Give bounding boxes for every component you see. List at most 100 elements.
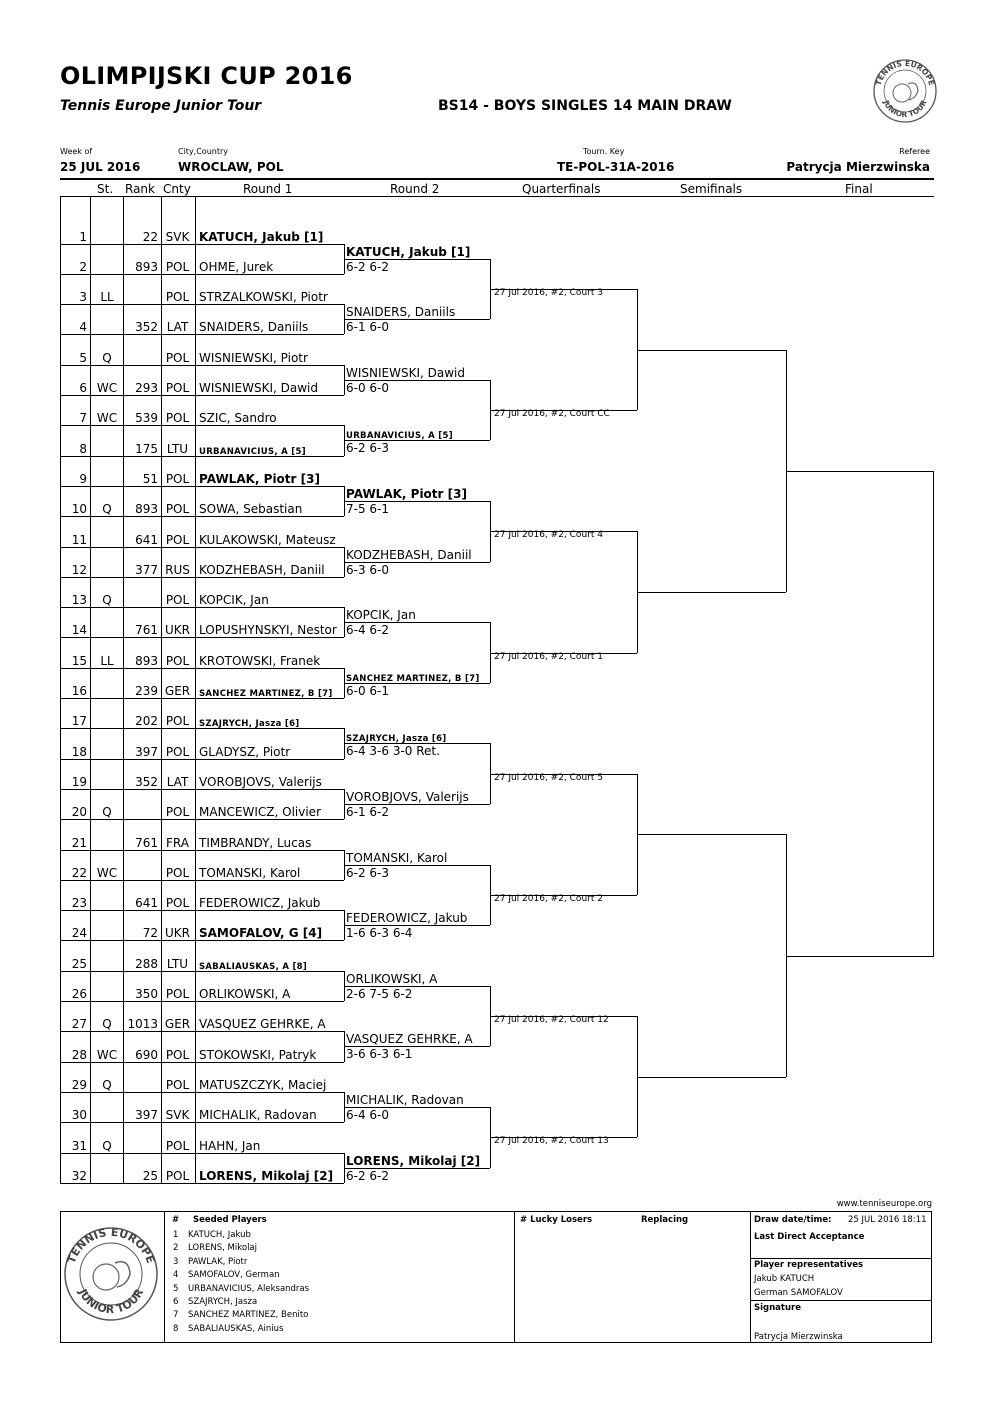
player-name[interactable]: KOPCIK, Jan — [199, 593, 269, 608]
player-name[interactable]: VASQUEZ GEHRKE, A — [199, 1017, 326, 1032]
player-name[interactable]: STRZALKOWSKI, Piotr — [199, 290, 328, 305]
player-name[interactable]: TOMANSKI, Karol — [199, 865, 301, 880]
table-row-line — [60, 940, 344, 942]
round2-winner[interactable]: SANCHEZ MARTINEZ, B [7] — [346, 673, 480, 684]
table-row-line — [60, 1122, 344, 1124]
player-name[interactable]: WISNIEWSKI, Dawid — [199, 381, 318, 395]
round2-winner[interactable]: MICHALIK, Radovan — [346, 1093, 464, 1108]
semifinal-line — [637, 834, 786, 836]
player-country: POL — [165, 1047, 190, 1062]
player-name[interactable]: MATUSZCZYK, Maciej — [199, 1077, 327, 1092]
bracket-connector — [344, 667, 345, 698]
player-rank: 641 — [135, 532, 158, 547]
week-label: Week of — [60, 147, 93, 156]
player-country: POL — [165, 805, 190, 820]
draw-position: 28 — [71, 1047, 87, 1062]
player-name[interactable]: SZIC, Sandro — [199, 411, 277, 426]
draw-position: 5 — [79, 350, 87, 365]
table-row-line — [60, 243, 344, 245]
player-name[interactable]: ORLIKOWSKI, A — [199, 987, 291, 1001]
draw-position: 20 — [71, 805, 87, 820]
round2-winner[interactable]: URBANAVICIUS, A [5] — [346, 431, 453, 442]
draw-position: 18 — [71, 744, 87, 759]
bracket-connector — [786, 834, 787, 1077]
round2-winner[interactable]: ORLIKOWSKI, A — [346, 971, 438, 986]
player-name[interactable]: PAWLAK, Piotr [3] — [199, 471, 320, 486]
table-row-line — [60, 879, 344, 881]
seed-player-name: KATUCH, Jakub — [188, 1230, 251, 1240]
player-name[interactable]: SZAJRYCH, Jasza [6] — [199, 719, 300, 730]
player-country: POL — [165, 259, 190, 274]
match-score: 3-6 6-3 6-1 — [346, 1047, 413, 1062]
round2-winner[interactable]: KOPCIK, Jan — [346, 608, 416, 623]
player-name[interactable]: LORENS, Mikolaj [2] — [199, 1168, 334, 1183]
svg-text:TENNIS EUROPE: TENNIS EUROPE — [65, 1226, 157, 1265]
player-country: POL — [165, 865, 190, 880]
semifinal-line — [637, 1076, 786, 1078]
round2-winner[interactable]: KATUCH, Jakub [1] — [346, 244, 471, 259]
player-name[interactable]: WISNIEWSKI, Piotr — [199, 350, 308, 365]
match-schedule: 27 Jul 2016, #2, Court 13 — [494, 1136, 609, 1147]
footer-divider — [164, 1211, 165, 1343]
round2-line — [345, 258, 490, 260]
round2-line — [345, 1046, 490, 1048]
match-schedule: 27 Jul 2016, #2, Court 2 — [494, 893, 603, 904]
match-schedule: 27 Jul 2016, #2, Court CC — [494, 409, 610, 420]
player-name[interactable]: URBANAVICIUS, A [5] — [199, 446, 306, 457]
round2-winner[interactable]: LORENS, Mikolaj [2] — [346, 1153, 481, 1168]
website-link[interactable]: www.tenniseurope.org — [836, 1199, 932, 1209]
round2-winner[interactable]: VASQUEZ GEHRKE, A — [346, 1032, 473, 1047]
quarterfinal-line — [490, 894, 637, 896]
player-name[interactable]: HAHN, Jan — [199, 1138, 261, 1153]
round2-line — [345, 985, 490, 987]
draw-position: 29 — [71, 1077, 87, 1092]
round2-winner[interactable]: FEDEROWICZ, Jakub — [346, 911, 468, 926]
round2-line — [345, 925, 490, 927]
player-name[interactable]: STOKOWSKI, Patryk — [199, 1047, 317, 1062]
player-country: POL — [165, 593, 190, 608]
player-name[interactable]: SAMOFALOV, G [4] — [199, 926, 323, 941]
round2-winner[interactable]: SZAJRYCH, Jasza [6] — [346, 734, 447, 745]
player-country: POL — [165, 532, 190, 547]
player-name[interactable]: LOPUSHYNSKYI, Nestor — [199, 623, 337, 638]
bracket-connector — [344, 425, 345, 456]
col-cnty: Cnty — [163, 182, 191, 196]
player-name[interactable]: GLADYSZ, Piotr — [199, 744, 291, 759]
player-name[interactable]: MANCEWICZ, Olivier — [199, 805, 321, 820]
table-column-line — [60, 196, 61, 1184]
player-name[interactable]: SABALIAUSKAS, A [8] — [199, 961, 308, 972]
round2-winner[interactable]: KODZHEBASH, Daniil — [346, 547, 472, 562]
round2-winner[interactable]: TOMANSKI, Karol — [346, 850, 448, 865]
player-name[interactable]: KROTOWSKI, Franek — [199, 653, 321, 668]
player-rank: 397 — [135, 744, 158, 759]
quarterfinal-line — [490, 652, 637, 654]
bracket-connector — [344, 788, 345, 820]
player-name[interactable]: VOROBJOVS, Valerijs — [199, 774, 322, 789]
player-name[interactable]: MICHALIK, Radovan — [199, 1108, 317, 1123]
draw-position: 4 — [79, 320, 87, 335]
player-name[interactable]: SANCHEZ MARTINEZ, B [7] — [199, 689, 333, 699]
player-name[interactable]: KULAKOWSKI, Mateusz — [199, 532, 336, 547]
player-name[interactable]: FEDEROWICZ, Jakub — [199, 896, 321, 911]
player-name[interactable]: SOWA, Sebastian — [199, 502, 303, 517]
table-column-line — [90, 196, 91, 1184]
player-name[interactable]: OHME, Jurek — [199, 259, 274, 274]
player-name[interactable]: KODZHEBASH, Daniil — [199, 562, 325, 577]
col-round1: Round 1 — [243, 182, 293, 196]
player-country: UKR — [165, 926, 190, 941]
round2-winner[interactable]: SNAIDERS, Daniils — [346, 305, 456, 320]
round2-winner[interactable]: VOROBJOVS, Valerijs — [346, 790, 469, 805]
match-schedule: 27 Jul 2016, #2, Court 5 — [494, 772, 603, 783]
player-country: POL — [165, 471, 190, 486]
draw-position: 12 — [71, 562, 87, 577]
round2-winner[interactable]: WISNIEWSKI, Dawid — [346, 365, 465, 380]
player-country: POL — [165, 350, 190, 365]
entry-status: Q — [102, 805, 112, 820]
player-name[interactable]: KATUCH, Jakub [1] — [199, 229, 324, 244]
draw-position: 25 — [71, 956, 87, 971]
player-name[interactable]: SNAIDERS, Daniils — [199, 320, 309, 335]
player-name[interactable]: TIMBRANDY, Lucas — [199, 835, 312, 850]
match-score: 6-2 6-2 — [346, 259, 390, 274]
round2-winner[interactable]: PAWLAK, Piotr [3] — [346, 487, 467, 502]
player-rank: 352 — [135, 320, 158, 335]
